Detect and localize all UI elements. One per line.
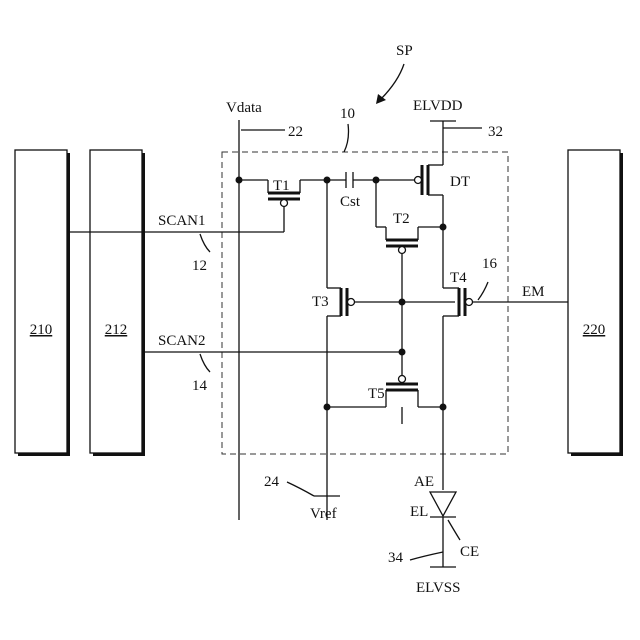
cst-label: Cst (340, 194, 361, 210)
transistor-t2: T2 (376, 180, 443, 254)
block-212: 212 (90, 150, 145, 456)
t2-label: T2 (393, 211, 410, 227)
elvss-supply: ELVSS 34 (388, 550, 460, 596)
block-210-label: 210 (30, 322, 53, 338)
diode-el: AE EL CE (410, 474, 479, 567)
pixel-ref-label: 10 (340, 106, 355, 122)
em-line: EM 16 (473, 256, 568, 302)
elvdd-supply: ELVDD 32 (413, 98, 503, 153)
vdata-label: Vdata (226, 100, 262, 116)
scan2-line: SCAN2 14 (142, 333, 402, 394)
transistor-t5: T5 (327, 376, 443, 425)
t1-label: T1 (273, 178, 290, 194)
elvss-label: ELVSS (416, 580, 460, 596)
vref-ref: 24 (264, 474, 280, 490)
el-label: EL (410, 504, 428, 520)
capacitor-cst: Cst (327, 172, 414, 210)
scan2-ref: 14 (192, 378, 208, 394)
transistor-dt: DT (415, 153, 471, 227)
vref-label: Vref (310, 506, 337, 522)
transistor-t3: T3 (312, 288, 355, 520)
pixel-ref: 10 (340, 106, 355, 152)
scan1-ref: 12 (192, 258, 207, 274)
elvdd-ref: 32 (488, 124, 503, 140)
title-arrow (376, 64, 404, 104)
ce-label: CE (460, 544, 479, 560)
block-220-label: 220 (583, 322, 606, 338)
block-220: 220 (568, 150, 623, 456)
transistor-t1: T1 (239, 178, 327, 232)
elvss-ref: 34 (388, 550, 404, 566)
block-212-label: 212 (105, 322, 128, 338)
t3-label: T3 (312, 294, 329, 310)
t5-label: T5 (368, 386, 385, 402)
ae-label: AE (414, 474, 434, 490)
vref-supply: Vref 24 (264, 474, 340, 522)
vdata-ref: 22 (288, 124, 303, 140)
scan1-label: SCAN1 (158, 213, 206, 229)
transistor-t4: T4 (443, 227, 473, 490)
block-210: 210 (15, 150, 70, 456)
dt-label: DT (450, 174, 470, 190)
t4-label: T4 (450, 270, 467, 286)
title-label: SP (396, 43, 413, 59)
scan2-label: SCAN2 (158, 333, 206, 349)
em-ref: 16 (482, 256, 498, 272)
elvdd-label: ELVDD (413, 98, 463, 114)
em-label: EM (522, 284, 545, 300)
vdata-line: Vdata 22 (226, 100, 303, 520)
